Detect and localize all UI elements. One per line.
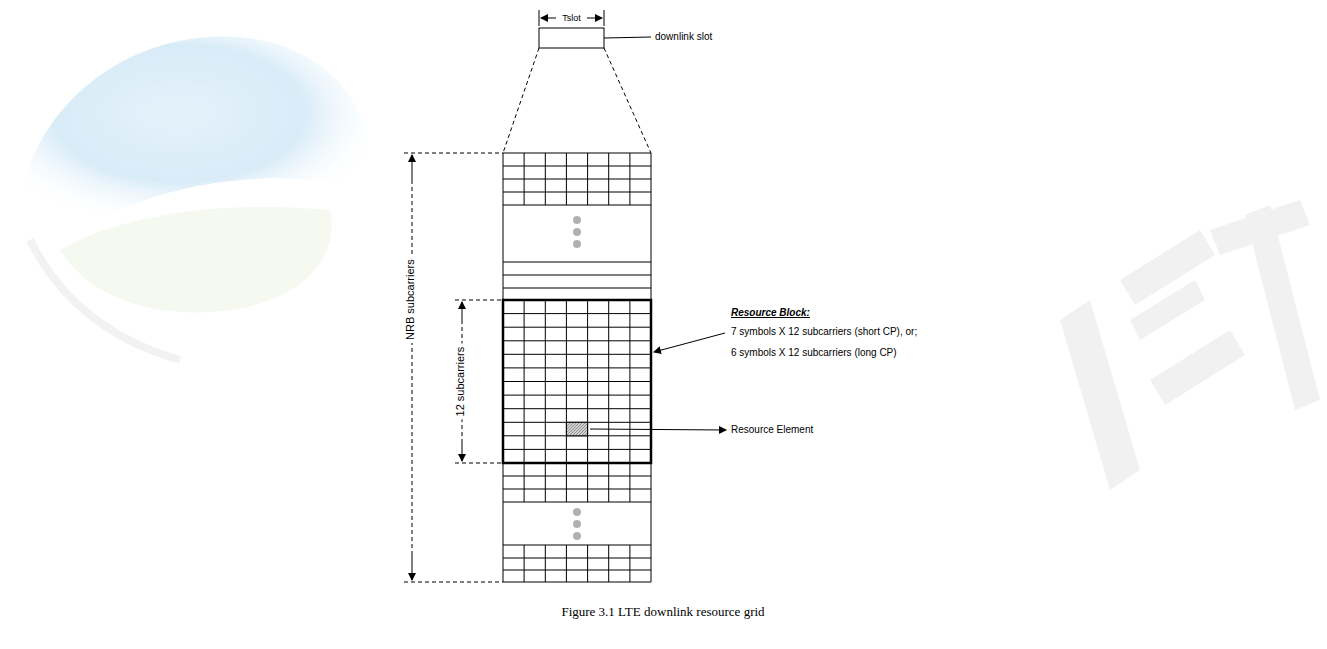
callout-label: 7 symbols X 12 subcarriers (short CP), o… [731,326,917,338]
resource-element-cell [566,422,587,436]
dimension-label: NRB subcarriers [403,257,416,344]
zoom-lines [503,48,651,153]
continuation-dots [573,216,581,540]
resource-grid [503,153,651,582]
callout-label: downlink slot [655,31,712,43]
dimension-label: 12 subcarriers [454,344,467,420]
downlink-slot-box [539,28,604,48]
leader-arrow [590,429,726,430]
nrb-dimension [404,153,503,582]
watermark [20,37,1320,490]
tslot-dimension [539,10,604,26]
figure-caption: Figure 3.1 LTE downlink resource grid [561,604,764,620]
callout-label: Resource Element [731,424,813,436]
callout-heading: Resource Block: [731,307,810,319]
callout-label: 6 symbols X 12 subcarriers (long CP) [731,347,897,359]
leader-arrow [654,333,725,352]
dimension-label: Tslot [559,13,584,24]
leader-line [604,37,651,38]
resource-block-outline [503,300,651,463]
rb-height-dimension [455,300,503,463]
